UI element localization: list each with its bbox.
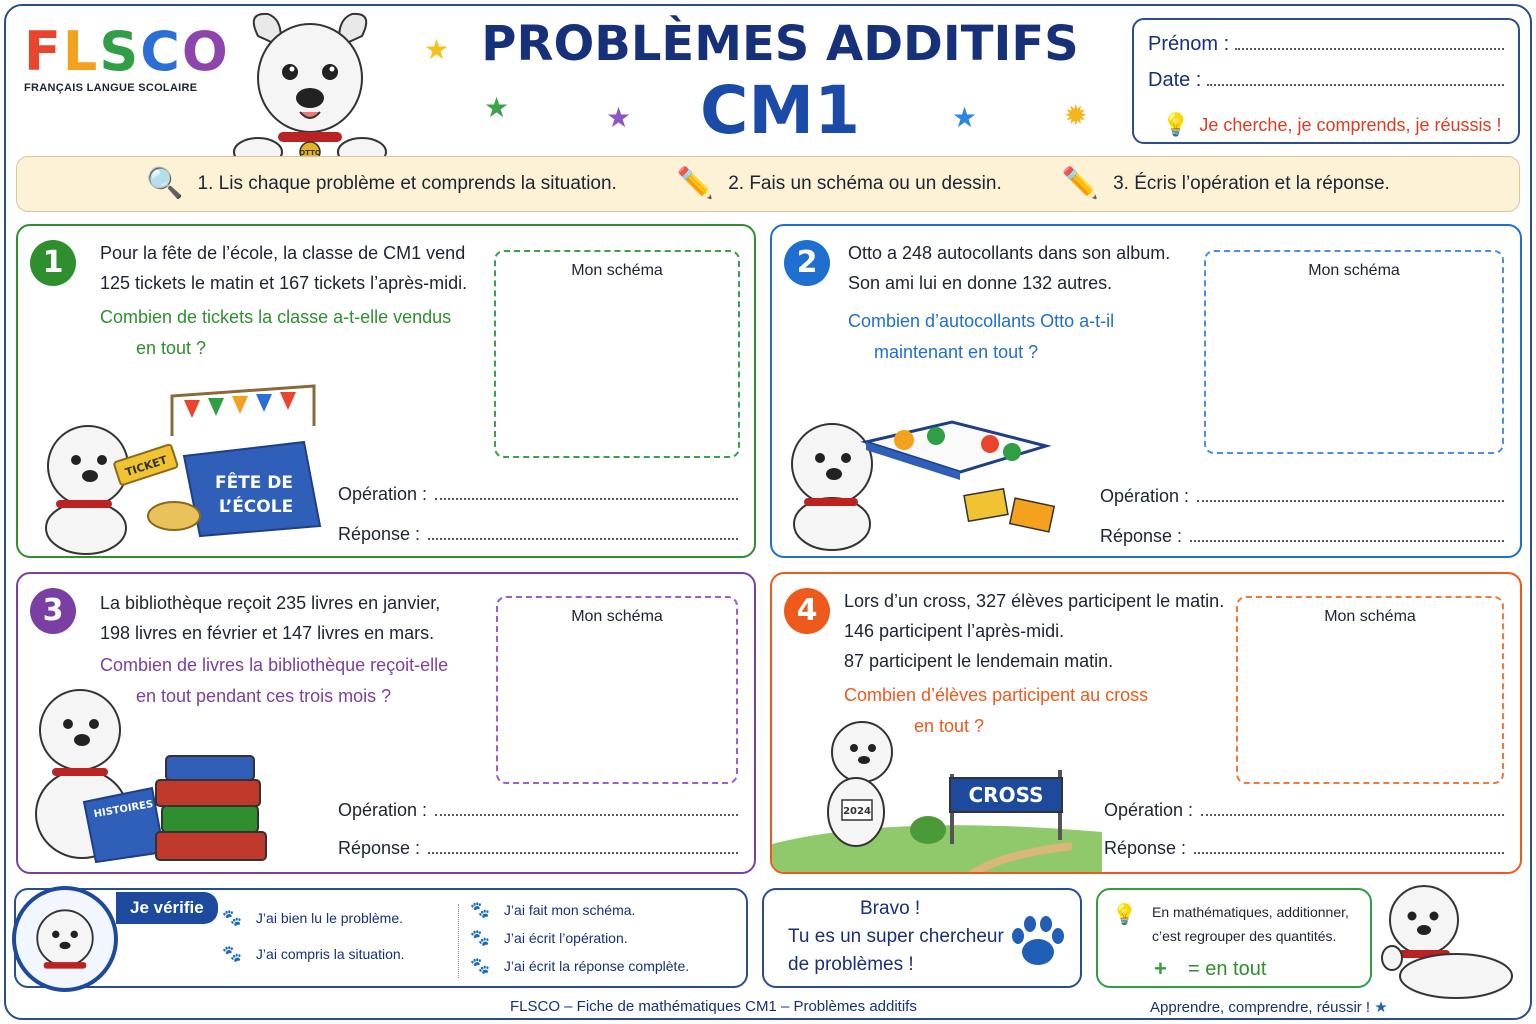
- answer-line[interactable]: Réponse :: [1100, 526, 1504, 547]
- date-field[interactable]: Date :: [1148, 68, 1504, 104]
- schema-box[interactable]: Mon schéma: [1236, 596, 1504, 784]
- operation-line[interactable]: Opération :: [338, 800, 738, 821]
- problem-card-3: 3 La bibliothèque reçoit 235 livres en j…: [16, 572, 756, 874]
- dog-avatar-badge: [12, 886, 118, 992]
- paw-icon: 🐾: [470, 930, 490, 947]
- problem-question: Combien d’autocollants Otto a-t-il maint…: [848, 311, 1115, 362]
- self-check-panel: Je vérifie 🐾J’ai bien lu le problème. 🐾J…: [12, 886, 748, 992]
- operation-line[interactable]: Opération :: [338, 484, 738, 505]
- svg-text:FÊTE DE: FÊTE DE: [215, 471, 293, 493]
- star-icon: ★: [606, 102, 632, 133]
- instructions-band: 🔍1. Lis chaque problème et comprends la …: [16, 156, 1520, 212]
- magnifier-icon: 🔍: [146, 167, 184, 200]
- problem-question: Combien d’élèves participent au cross en…: [844, 685, 1149, 736]
- star-icon: ★: [424, 34, 450, 65]
- paw-icon: 🐾: [222, 910, 242, 927]
- schema-box[interactable]: Mon schéma: [1204, 250, 1504, 454]
- worksheet-frame: [4, 4, 1532, 1020]
- dog-sticker-album-illustration: [791, 420, 1056, 551]
- problem-number: 3: [30, 588, 76, 634]
- problem-number: 1: [30, 240, 76, 286]
- step-2: ✏️2. Fais un schéma ou un dessin.: [676, 167, 1002, 200]
- dog-thumbs-up-illustration: [1381, 885, 1513, 999]
- pencil-icon: ✏️: [1061, 167, 1100, 200]
- dog-ticket-illustration: FÊTE DE L’ÉCOLE TICKET: [45, 384, 322, 555]
- problem-card-4: 4 Lors d’un cross, 327 élèves participen…: [770, 572, 1522, 874]
- paw-print-icon: [1012, 916, 1064, 965]
- problem-card-1: 1 Pour la fête de l’école, la classe de …: [16, 224, 756, 558]
- date-line[interactable]: [1207, 68, 1504, 86]
- lightbulb-icon: 💡: [1112, 904, 1137, 926]
- check-item[interactable]: 🐾J’ai bien lu le problème.: [222, 910, 404, 927]
- star-icon: ★: [1374, 999, 1388, 1016]
- problem-text: Otto a 248 autocollants dans son album. …: [848, 243, 1171, 293]
- equals-en-tout: = en tout: [1188, 958, 1267, 980]
- check-item[interactable]: 🐾J’ai écrit l’opération.: [470, 930, 628, 947]
- problem-question: Combien de tickets la classe a-t-elle ve…: [100, 307, 452, 358]
- star-icon: ★: [484, 92, 510, 123]
- problem-number: 2: [784, 240, 830, 286]
- problem-card-2: 2 Otto a 248 autocollants dans son album…: [770, 224, 1522, 558]
- problem-question: Combien de livres la bibliothèque reçoit…: [100, 655, 449, 706]
- paw-icon: 🐾: [470, 958, 490, 975]
- problem-text: Pour la fête de l’école, la classe de CM…: [100, 243, 468, 293]
- answer-line[interactable]: Réponse :: [338, 524, 738, 545]
- step-3: ✏️3. Écris l’opération et la réponse.: [1061, 167, 1390, 200]
- pencil-icon: ✏️: [676, 167, 715, 200]
- motto: 💡Je cherche, je comprends, je réussis !: [1162, 112, 1502, 137]
- schema-box[interactable]: Mon schéma: [494, 250, 740, 458]
- schema-box[interactable]: Mon schéma: [496, 596, 738, 784]
- lightbulb-icon: 💡: [1162, 112, 1190, 137]
- paw-icon: 🐾: [222, 946, 242, 963]
- problem-text: La bibliothèque reçoit 235 livres en jan…: [100, 593, 441, 643]
- math-tip-panel: 💡 En mathématiques, additionner, c’est r…: [1096, 888, 1372, 988]
- answer-line[interactable]: Réponse :: [338, 838, 738, 859]
- footer-slogan: Apprendre, comprendre, réussir ! ★: [1150, 999, 1388, 1016]
- worksheet-title: PROBLÈMES ADDITIFS CM1: [440, 14, 1120, 148]
- logo-word: FLSCO: [24, 20, 230, 83]
- dog-books-illustration: HISTOIRES: [35, 689, 267, 864]
- plus-sign: +: [1154, 956, 1167, 981]
- title-main: PROBLÈMES ADDITIFS: [481, 16, 1079, 72]
- prenom-field[interactable]: Prénom :: [1148, 32, 1504, 68]
- check-item[interactable]: 🐾J’ai écrit la réponse complète.: [470, 958, 690, 975]
- problem-number: 4: [784, 588, 830, 634]
- self-check-title: Je vérifie: [116, 892, 218, 924]
- star-icon: ✹: [1064, 100, 1088, 131]
- check-item[interactable]: 🐾J’ai fait mon schéma.: [470, 902, 636, 919]
- operation-line[interactable]: Opération :: [1100, 486, 1504, 507]
- paw-icon: 🐾: [470, 902, 490, 919]
- operation-line[interactable]: Opération :: [1104, 800, 1504, 821]
- otto-dog-mascot-header: OTTO: [233, 12, 387, 166]
- svg-text:L’ÉCOLE: L’ÉCOLE: [219, 495, 293, 517]
- footer-title: FLSCO – Fiche de mathématiques CM1 – Pro…: [510, 998, 917, 1015]
- student-info-box: Prénom : Date : 💡Je cherche, je comprend…: [1132, 18, 1520, 144]
- cross-banner-text: CROSS: [969, 783, 1044, 807]
- star-icon: ★: [952, 102, 978, 133]
- prenom-line[interactable]: [1235, 32, 1504, 50]
- step-1: 🔍1. Lis chaque problème et comprends la …: [146, 167, 617, 200]
- problem-text: Lors d’un cross, 327 élèves participent …: [844, 591, 1225, 671]
- logo-subtitle: FRANÇAIS LANGUE SCOLAIRE: [24, 82, 198, 94]
- check-item[interactable]: 🐾J’ai compris la situation.: [222, 946, 405, 963]
- race-bib-text: 2024: [843, 806, 871, 817]
- collar-tag-text: OTTO: [299, 149, 321, 157]
- bravo-panel: Bravo ! Tu es un super chercheur de prob…: [762, 888, 1082, 988]
- title-level: CM1: [699, 72, 861, 149]
- answer-line[interactable]: Réponse :: [1104, 838, 1504, 859]
- divider: [458, 904, 459, 978]
- dog-running-cross-illustration: CROSS 2024: [772, 721, 1102, 872]
- flsco-logo: FLSCO FRANÇAIS LANGUE SCOLAIRE: [24, 20, 230, 95]
